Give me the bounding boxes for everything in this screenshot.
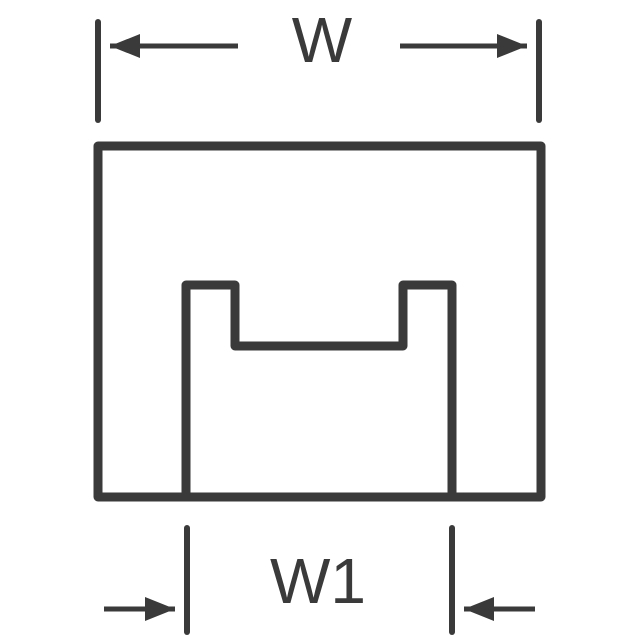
- inner-slot-profile: [181, 280, 457, 497]
- width-dimension: W: [95, 4, 542, 123]
- slot-width-label: W1: [270, 545, 366, 617]
- width-label: W: [292, 4, 353, 76]
- outer-body: [93, 141, 546, 502]
- slot-width-dimension: W1: [104, 525, 535, 635]
